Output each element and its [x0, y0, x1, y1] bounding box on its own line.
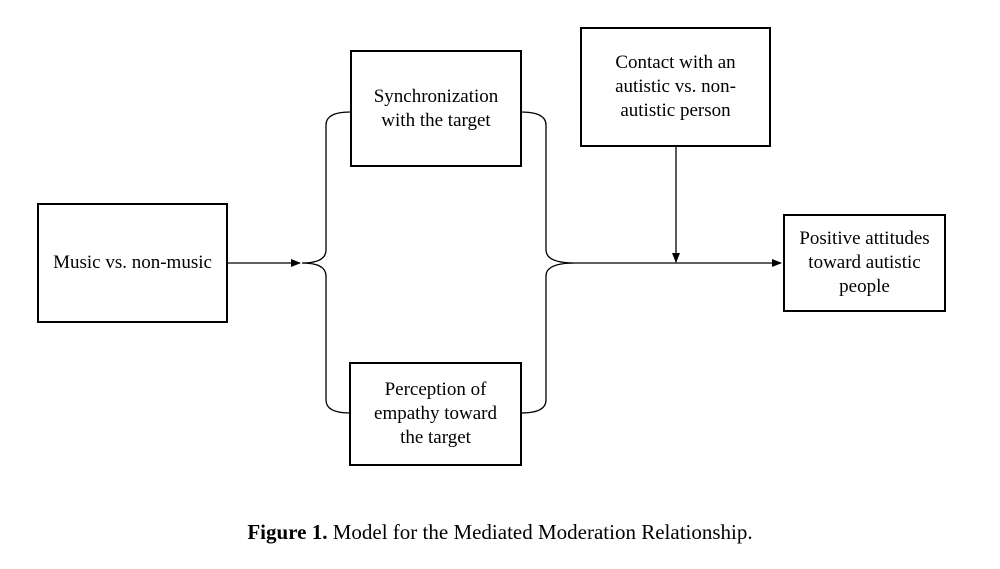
left-brace [301, 111, 351, 414]
node-label-line: autistic person [620, 100, 731, 121]
node-contact-moderator: Contact with an autistic vs. non- autist… [580, 27, 771, 147]
node-music-vs-non-music: Music vs. non-music [37, 203, 228, 323]
node-label-line: autistic vs. non- [615, 76, 736, 97]
node-label: Music vs. non-music [53, 252, 212, 273]
figure-number: Figure 1. [247, 520, 328, 544]
node-label-line: Positive attitudes [799, 228, 930, 249]
right-brace [520, 111, 576, 414]
node-label-line: toward autistic [808, 252, 921, 273]
node-label-line: Perception of [384, 379, 487, 400]
node-label-line: with the target [381, 109, 491, 131]
node-perception-of-empathy: Perception of empathy toward the target [349, 362, 522, 466]
node-label-line: people [839, 276, 890, 297]
node-label-line: the target [400, 427, 471, 448]
node-label-line: Contact with an [615, 52, 736, 73]
figure-caption-text: Model for the Mediated Moderation Relati… [332, 520, 753, 544]
node-synchronization: Synchronization with the target [350, 50, 522, 167]
node-label-line: Synchronization [373, 85, 499, 107]
figure-caption: Figure 1. Model for the Mediated Moderat… [0, 520, 1000, 545]
node-label-line: empathy toward [374, 403, 497, 424]
node-positive-attitudes: Positive attitudes toward autistic peopl… [783, 214, 946, 312]
